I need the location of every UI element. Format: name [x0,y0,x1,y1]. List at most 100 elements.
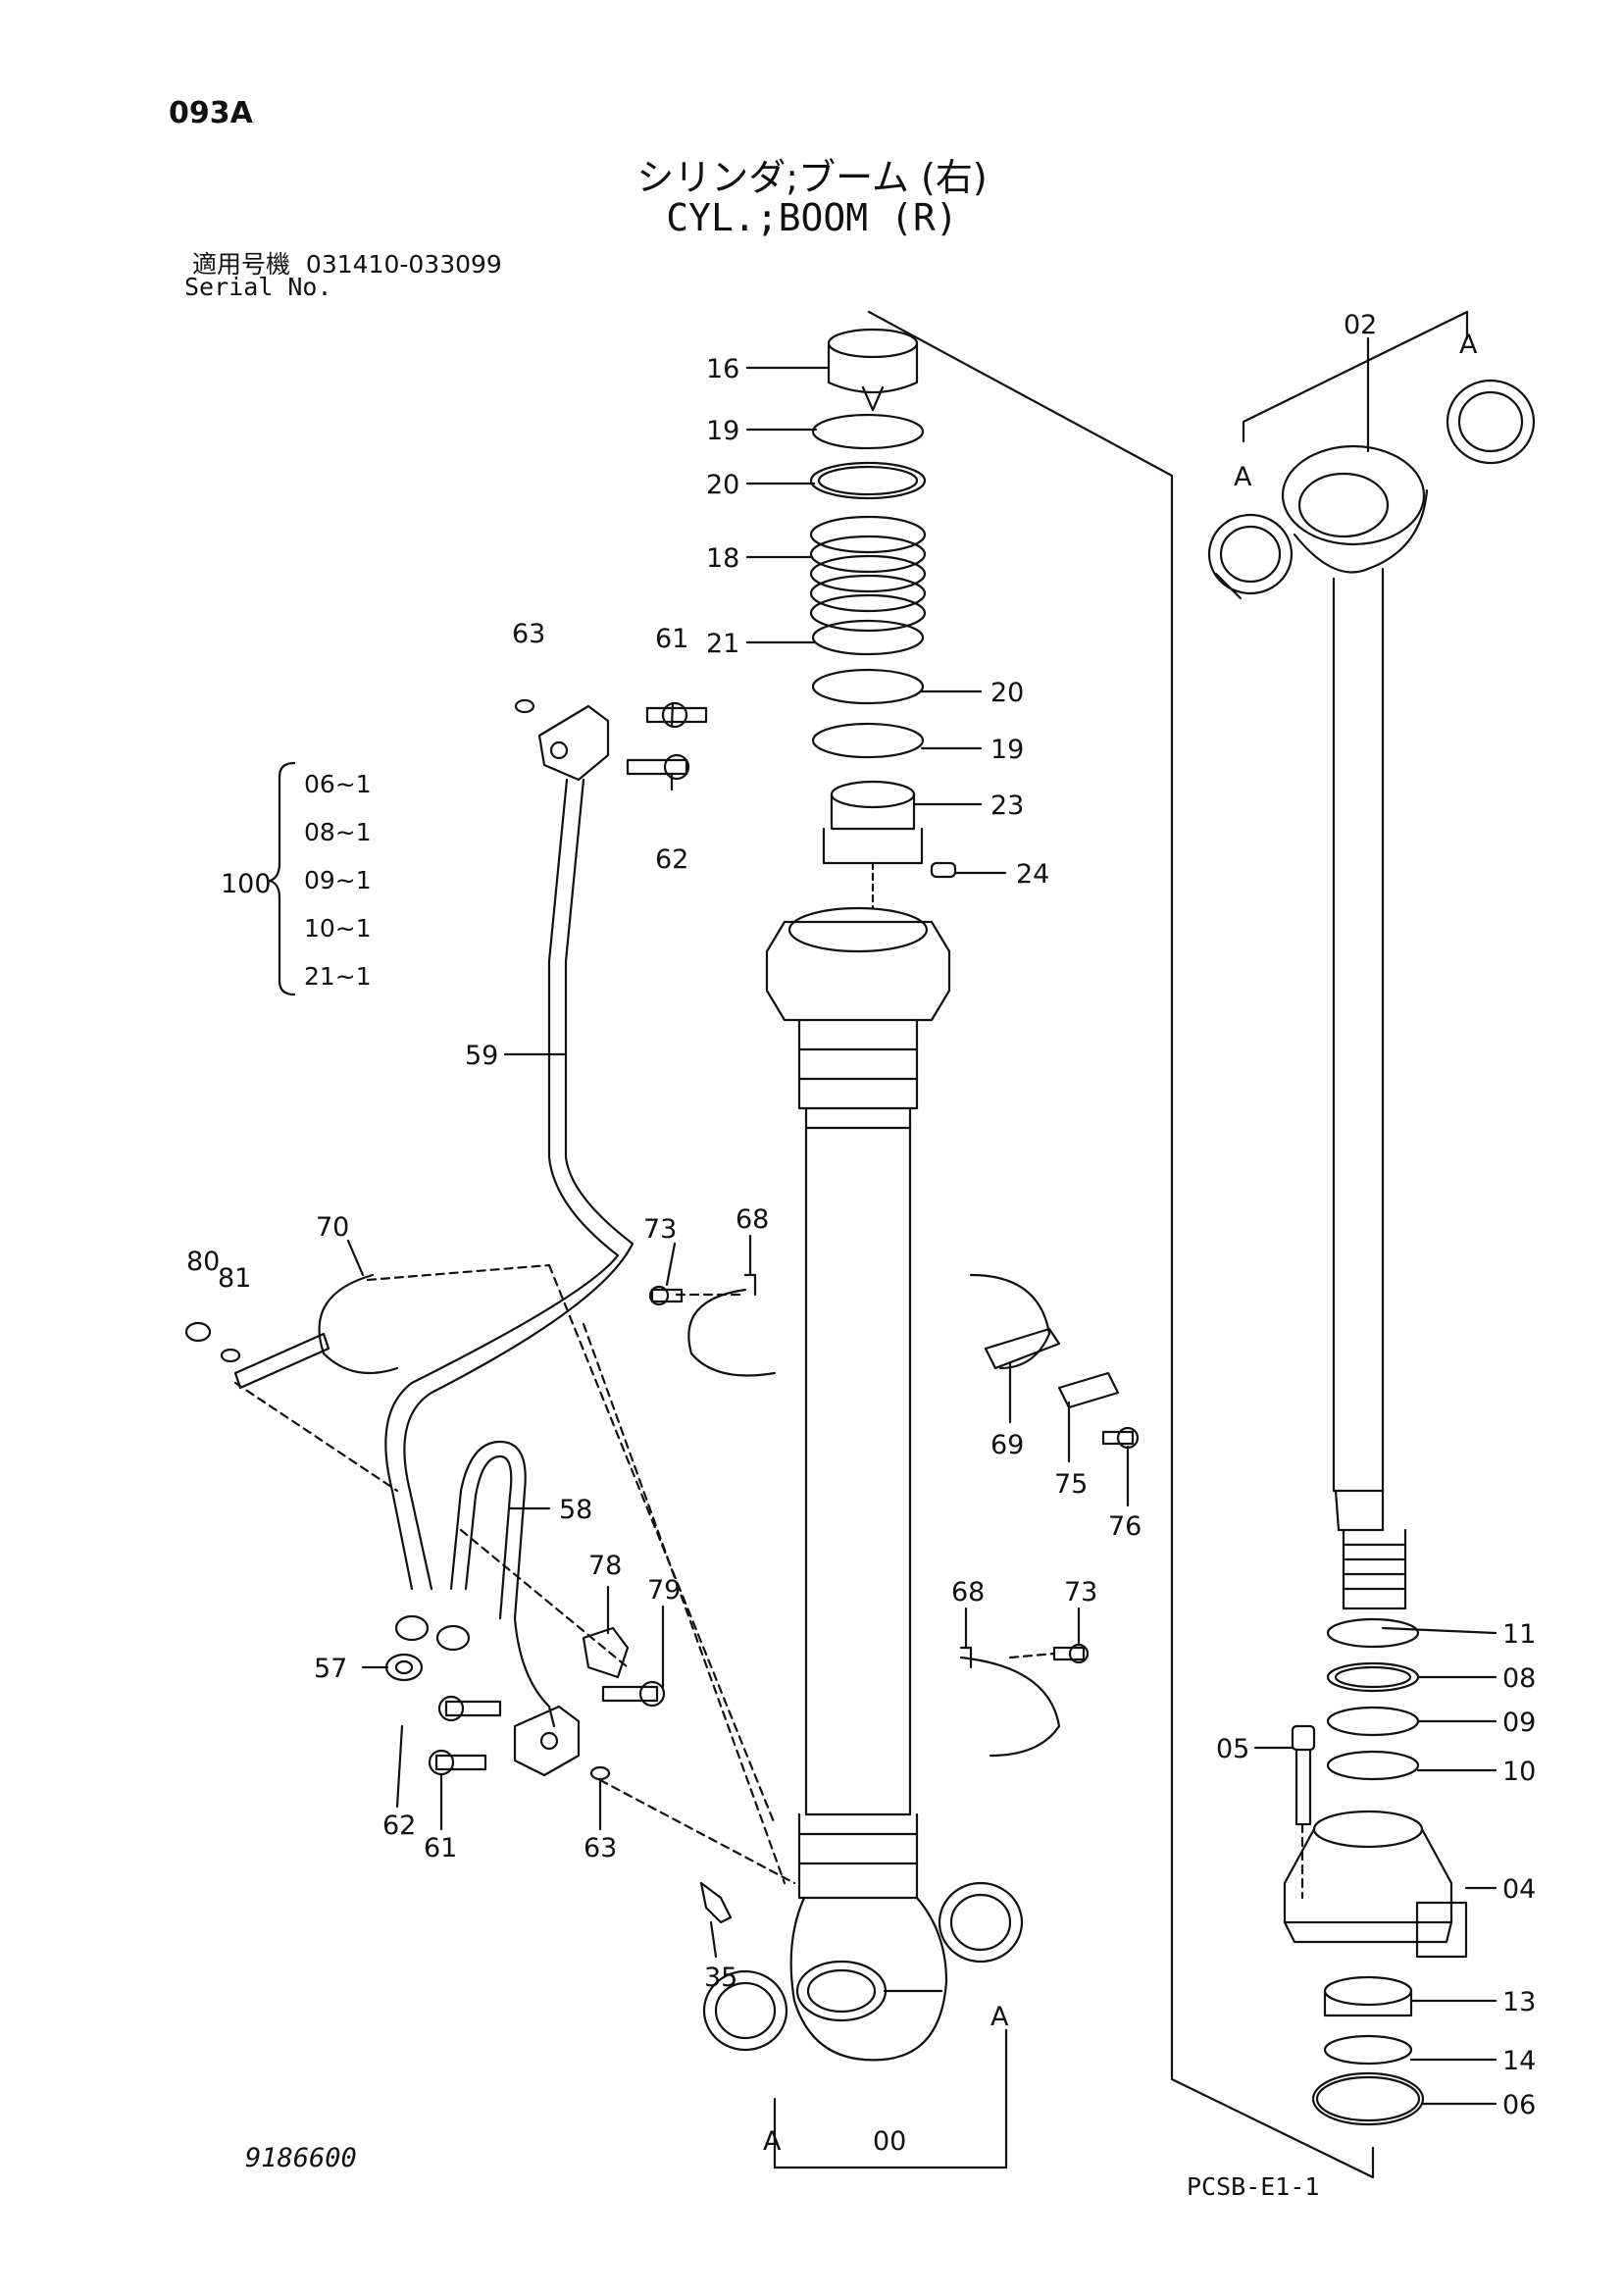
callout-35: 35 [704,1963,737,1993]
pipe-58 [449,1440,556,1728]
callout-13: 13 [1502,1987,1536,2017]
callout-20-lower: 20 [990,678,1024,708]
piston-nut-23 [822,780,924,909]
band-clamp-70 [233,1273,399,1390]
serial-label-english: Serial No. [184,273,332,301]
callout-58: 58 [559,1495,592,1525]
callout-75: 75 [1054,1469,1088,1500]
bolt-61-top [645,701,708,729]
kit-item: 21~1 [304,962,372,991]
kit-item: 08~1 [304,818,372,846]
title-english: CYL.;BOOM (R) [666,196,958,239]
drawing-number: 9186600 [245,2143,357,2173]
pin-bushing-bracket [773,2028,1008,2169]
oring-63-bottom [589,1765,611,1781]
flange-block-bottom [513,1705,581,1777]
callout-20-upper: 20 [706,470,739,500]
callout-81: 81 [218,1263,251,1294]
callout-73-upper: 73 [643,1214,677,1245]
oring-63-top [514,698,535,714]
bolt-62-bottom [437,1695,502,1722]
washer-81 [220,1348,241,1363]
callout-labels: 16 19 20 18 21 20 19 23 24 63 61 62 59 7… [186,310,1536,2157]
assembly-leader-line [867,310,1375,2179]
callout-70: 70 [316,1212,349,1243]
flange-block-top [537,704,610,782]
callout-10: 10 [1502,1757,1536,1787]
piston-04 [1283,1810,1468,1959]
head-bushing-16 [827,328,919,412]
callout-19-lower: 19 [990,735,1024,765]
rod-bushing-bracket [1242,310,1469,443]
rod-bushing-a-right [1446,379,1536,465]
callout-16: 16 [706,354,739,384]
callout-68-lower: 68 [951,1577,985,1607]
callout-11: 11 [1502,1619,1536,1650]
callout-09: 09 [1502,1708,1536,1738]
bolt-62-top [626,753,690,781]
kit-item: 09~1 [304,866,372,894]
callout-63-bottom: 63 [584,1833,617,1863]
callout-62-bottom: 62 [382,1811,416,1841]
bushing-mark-a-bottom-left: A [763,2126,782,2157]
callout-08: 08 [1502,1663,1536,1694]
sheet-code: PCSB-E1-1 [1187,2172,1320,2201]
serial-line: 適用号機 031410-033099 [192,245,502,281]
callout-04: 04 [1502,1874,1536,1905]
callout-19-upper: 19 [706,416,739,446]
bushing-mark-a-top-right: A [1459,330,1478,360]
callout-06: 06 [1502,2090,1536,2120]
callout-23: 23 [990,791,1024,821]
pin-bushing-left [702,1969,788,2052]
callout-61-bottom: 61 [424,1833,457,1863]
band-clamp-69 [969,1273,1061,1370]
callout-59: 59 [465,1041,498,1071]
callout-leaders [346,336,1497,2106]
callout-78: 78 [588,1551,622,1581]
callout-24: 24 [1016,859,1049,890]
callout-61-top: 61 [655,624,688,654]
bolt-05 [1291,1724,1316,1826]
kit-item: 06~1 [304,770,372,798]
piston-rod [1281,444,1429,1610]
kit-brace [268,761,296,996]
set-screw-24 [930,861,957,879]
bolt-61-bottom [428,1749,487,1776]
callout-00: 00 [873,2126,906,2157]
piston-parts [1326,1617,1420,1781]
bushing-mark-a-bottom-right: A [990,2002,1009,2032]
kit-item-list: 06~1 08~1 09~1 10~1 21~1 [304,770,372,991]
callout-68-upper: 68 [736,1204,769,1235]
callout-21: 21 [706,629,739,659]
callout-63-top: 63 [512,619,545,649]
band-clamp-68-upper [687,1273,777,1377]
nut-80 [184,1321,212,1343]
pin-bushing-right [938,1881,1024,1964]
serial-label-japanese: 適用号機 [192,250,291,279]
callout-80: 80 [186,1247,220,1277]
assembly-guide-lines [233,1263,1304,1900]
kit-number-100: 100 [221,869,272,899]
bushing-mark-a-top-left: A [1234,462,1252,492]
nut-57 [384,1653,424,1682]
seal-rings-head [809,413,927,759]
pipe-59 [384,778,634,1591]
grease-fitting-35 [699,1881,733,1924]
callout-18: 18 [706,543,739,574]
bolt-73-lower [1052,1643,1090,1664]
callout-69: 69 [990,1430,1024,1460]
callout-79: 79 [647,1575,681,1606]
band-clamp-68-lower [959,1646,1061,1758]
callout-14: 14 [1502,2046,1536,2076]
callout-76: 76 [1108,1511,1142,1542]
page-code: 093A [169,96,253,130]
kit-item: 10~1 [304,914,372,943]
piston-lower-rings [1311,1975,1425,2126]
callout-05: 05 [1216,1734,1249,1764]
bracket-75 [1057,1371,1120,1409]
cylinder-tube [765,906,951,2062]
title-japanese: シリンダ;ブーム (右) [636,156,988,199]
callout-57: 57 [314,1654,347,1684]
